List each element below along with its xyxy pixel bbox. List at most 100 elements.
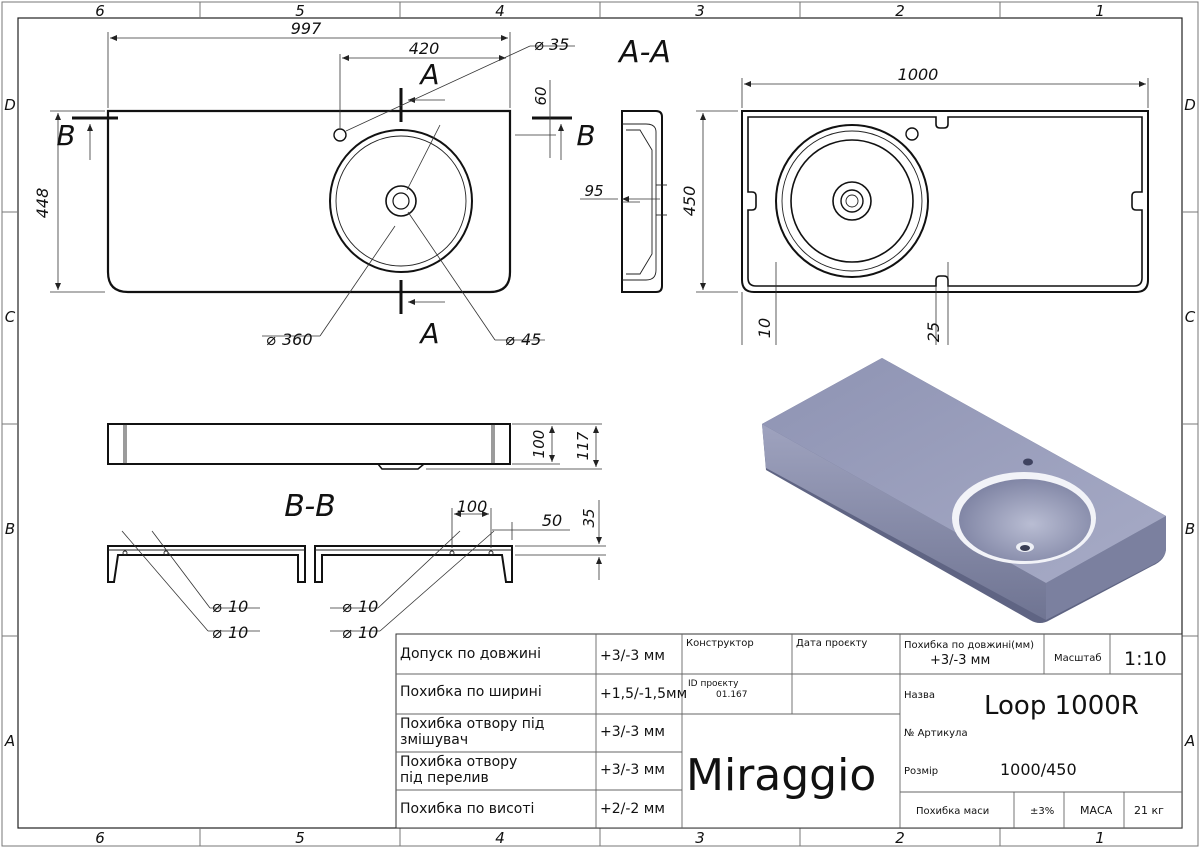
tolerance-label: Похибка по висоті (400, 801, 534, 817)
col-label: 5 (295, 829, 305, 847)
row-label: A (1184, 732, 1195, 750)
designer-label: Конструктор (686, 638, 754, 649)
row-label: B (1185, 520, 1195, 538)
col-label: 2 (895, 2, 905, 20)
side-view (107, 423, 602, 470)
length-tol-value: +3/-3 мм (930, 653, 990, 668)
row-labels-right: D C B A (1184, 96, 1196, 750)
brand-name: Miraggio (686, 750, 876, 801)
col-label: 4 (495, 2, 505, 20)
dim-depth-label: 95 (584, 182, 603, 200)
dim-height-100-label: 100 (530, 430, 548, 459)
tolerance-label: Похибка по ширині (400, 684, 542, 700)
col-label: 3 (695, 2, 705, 20)
section-bb-view (107, 500, 606, 632)
section-bb-labels: B-B 100 50 35 ⌀ 10 ⌀ 10 ⌀ 10 ⌀ 10 (212, 489, 598, 642)
col-label: 1 (1095, 829, 1105, 847)
section-a-bottom-label: A (418, 317, 439, 350)
section-a-top-label: A (418, 58, 439, 91)
tolerance-value: +2/-2 мм (600, 801, 665, 817)
dim-diameter-sign: ⌀ (342, 623, 352, 642)
section-b-left-label: B (56, 119, 75, 152)
dim-width-label: 448 (33, 188, 52, 219)
size-value: 1000/450 (1000, 760, 1077, 779)
row-label: D (1184, 96, 1196, 114)
section-aa-labels: A-A 95 (584, 35, 670, 200)
mass-label: МАСА (1080, 804, 1113, 817)
dim-100-label: 100 (457, 497, 488, 516)
section-aa-title: A-A (617, 35, 671, 70)
date-label: Дата проєкту (796, 638, 867, 649)
dim-diameter-sign: ⌀ (212, 623, 222, 642)
dim-50-label: 50 (542, 511, 562, 530)
dim-length-label: 997 (291, 19, 322, 38)
title-block (395, 633, 1183, 829)
dim-slot-label: 25 (924, 322, 943, 342)
dim-tap-offset-label: 60 (532, 86, 550, 105)
dim-diameter-sign: ⌀ (212, 597, 222, 616)
mass-tol-label: Похибка маси (916, 806, 989, 817)
top-view (50, 32, 575, 341)
col-label: 6 (95, 829, 105, 847)
isometric-render (762, 358, 1166, 623)
dim-overall-length-label: 1000 (898, 65, 939, 84)
row-label: C (5, 308, 16, 326)
name-value: Loop 1000R (984, 691, 1139, 721)
dim-bowl-offset-label: 420 (409, 39, 440, 58)
dim-tap-hole-label: 35 (549, 35, 569, 54)
dim-diameter-sign: ⌀ (505, 330, 515, 349)
tolerance-label-line1: Похибка отвору (400, 754, 517, 770)
hole-label: 10 (358, 623, 378, 642)
tolerance-value: +3/-3 мм (600, 648, 665, 664)
project-id-label: ID проєкту (688, 679, 739, 689)
dim-diameter-sign: ⌀ (534, 35, 544, 54)
tolerance-label: Допуск по довжині (400, 646, 541, 662)
col-label: 5 (295, 2, 305, 20)
tolerance-value: +3/-3 мм (600, 724, 665, 740)
length-tol-label: Похибка по довжині(мм) (904, 639, 1034, 651)
col-label: 6 (95, 2, 105, 20)
top-view-labels: 997 420 ⌀ 35 60 448 ⌀ 360 ⌀ 45 A A B B (33, 19, 596, 350)
section-bb-title: B-B (284, 489, 335, 524)
dim-bowl-diameter-label: 360 (282, 330, 313, 349)
tolerance-label-line2: під перелив (400, 770, 489, 786)
dim-height-117-label: 117 (574, 431, 592, 460)
article-label: № Артикула (904, 728, 968, 739)
dim-diameter-sign: ⌀ (266, 330, 276, 349)
project-id-value: 01.167 (716, 690, 748, 700)
col-label: 1 (1095, 2, 1105, 20)
tolerance-label-line2: змішувач (400, 732, 468, 748)
section-b-right-label: B (576, 119, 595, 152)
col-label: 4 (495, 829, 505, 847)
col-label: 2 (895, 829, 905, 847)
col-label: 3 (695, 829, 705, 847)
scale-label: Масштаб (1054, 653, 1102, 664)
row-label: C (1185, 308, 1196, 326)
column-labels-bottom: 6 5 4 3 2 1 (95, 829, 1105, 847)
hole-label: 10 (358, 597, 378, 616)
scale-value: 1:10 (1124, 648, 1167, 670)
dim-drain-label: 45 (521, 330, 541, 349)
row-label: D (4, 96, 16, 114)
tolerance-value: +3/-3 мм (600, 762, 665, 778)
mass-tol-value: ±3% (1030, 806, 1054, 817)
bottom-view-labels: 1000 450 10 25 (680, 65, 943, 342)
row-label: A (4, 732, 15, 750)
hole-label: 10 (228, 623, 248, 642)
mass-value: 21 кг (1134, 804, 1164, 817)
name-label: Назва (904, 690, 935, 701)
title-block-text: Допуск по довжині +3/-3 мм Похибка по ши… (400, 638, 1167, 817)
hole-label: 10 (228, 597, 248, 616)
side-view-labels: 100 117 (530, 430, 592, 461)
dim-diameter-sign: ⌀ (342, 597, 352, 616)
tolerance-value: +1,5/-1,5мм (600, 686, 687, 702)
row-labels-left: D C B A (4, 96, 16, 750)
section-aa-view (580, 110, 667, 293)
column-labels-top: 6 5 4 3 2 1 (95, 2, 1105, 20)
dim-35-label: 35 (580, 508, 598, 527)
row-label: B (5, 520, 15, 538)
size-label: Розмір (904, 765, 938, 777)
dim-overall-width-label: 450 (680, 186, 699, 217)
tolerance-label-line1: Похибка отвору під (400, 716, 544, 732)
